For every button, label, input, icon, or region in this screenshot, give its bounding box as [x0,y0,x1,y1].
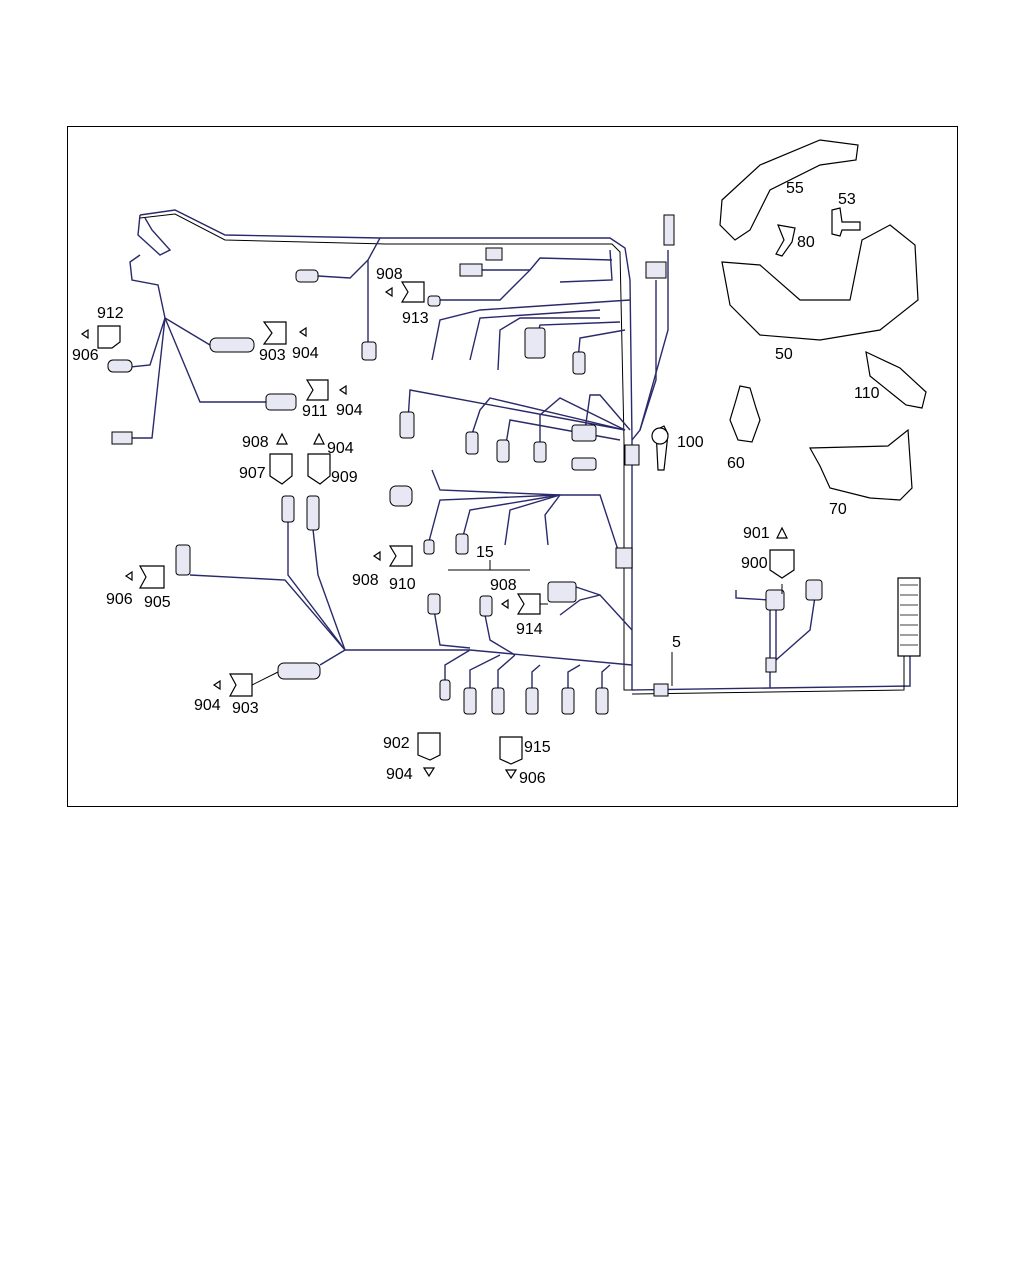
label-80: 80 [797,234,815,251]
label-908: 908 [352,572,379,589]
symbols [80,281,795,780]
label-900: 900 [741,555,768,572]
label-908: 908 [242,434,269,451]
label-55: 55 [786,180,804,197]
label-913: 913 [402,310,429,327]
label-5: 5 [672,634,681,651]
label-901: 901 [743,525,770,542]
label-906: 906 [72,347,99,364]
label-906: 906 [106,591,133,608]
label-907: 907 [239,465,266,482]
label-911: 911 [302,403,328,420]
label-15: 15 [476,544,494,561]
label-902: 902 [383,735,410,752]
label-70: 70 [829,501,847,518]
diagram-frame [67,126,958,807]
label-100: 100 [677,434,704,451]
label-905: 905 [144,594,171,611]
connectors [107,214,921,715]
label-60: 60 [727,455,745,472]
callout-labels: 912 906 903 904 911 904 908 913 908 904 … [72,180,880,787]
label-110: 110 [854,385,880,402]
label-904: 904 [336,402,363,419]
label-909: 909 [331,469,358,486]
label-906: 906 [519,770,546,787]
leader-lines [251,584,783,686]
label-53: 53 [838,191,856,208]
label-904: 904 [386,766,413,783]
label-903: 903 [259,347,286,364]
label-904: 904 [194,697,221,714]
label-914: 914 [516,621,543,638]
label-908: 908 [376,266,403,283]
label-910: 910 [389,576,416,593]
label-904: 904 [327,440,354,457]
label-912: 912 [97,305,124,322]
label-908: 908 [490,577,517,594]
label-50: 50 [775,346,793,363]
label-915: 915 [524,739,551,756]
label-904: 904 [292,345,319,362]
brackets [651,139,927,501]
harness-wires [119,209,911,695]
label-903: 903 [232,700,259,717]
